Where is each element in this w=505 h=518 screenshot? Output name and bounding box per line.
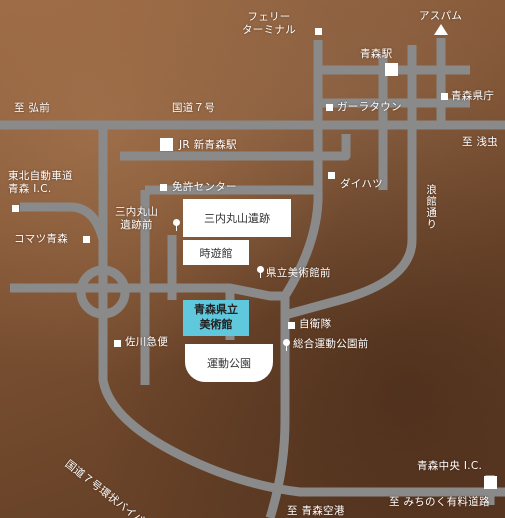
- aomori-station-label: 青森駅: [360, 48, 393, 60]
- ferry-terminal-label: フェリー ターミナル: [242, 11, 296, 37]
- sports-park-busstop-pin-icon: [282, 339, 291, 351]
- prefectural-office-marker: [441, 93, 448, 100]
- sdf-marker: [288, 322, 295, 329]
- license-center-label: 免許センター: [172, 181, 237, 193]
- prefectural-office-label: 青森県庁: [451, 90, 495, 102]
- daihatsu-label: ダイハツ: [340, 178, 383, 190]
- aomori-chuo-ic-marker: [484, 476, 497, 489]
- komatsu-label: コマツ青森: [14, 233, 68, 245]
- road-namidate: [283, 160, 417, 320]
- aomori-ic-marker: [12, 205, 19, 212]
- road-bypass: [98, 240, 505, 497]
- daihatsu-marker: [328, 172, 335, 179]
- road-mid-horizontal: [10, 283, 285, 301]
- shin-aomori-station-marker: [160, 138, 173, 151]
- jiyukan-area: 時遊館: [183, 240, 249, 265]
- license-center-marker: [160, 184, 167, 191]
- sagawa-marker: [114, 340, 121, 347]
- tohoku-expressway-label: 東北自動車道 青森 I.C.: [8, 170, 73, 196]
- route7-label: 国道７号: [172, 102, 216, 114]
- aspam-label: アスパム: [419, 10, 463, 22]
- sports-park-area: 運動公園: [185, 344, 273, 382]
- galleria-town-marker: [326, 104, 333, 111]
- galleria-town-label: ガーラタウン: [337, 101, 402, 113]
- aspam-marker: [434, 24, 448, 35]
- aomori-station-marker: [385, 63, 398, 76]
- ferry-terminal-marker: [315, 28, 322, 35]
- kenritsu-busstop-pin-icon: [256, 266, 265, 278]
- to-hirosaki-label: 至 弘前: [14, 102, 51, 114]
- kenritsu-busstop-label: 県立美術館前: [266, 267, 331, 279]
- sannai-ruins-area: 三内丸山遺跡: [183, 199, 291, 237]
- namidate-street-label: 浪館通り: [425, 184, 438, 230]
- sannai-busstop-pin-icon: [172, 219, 181, 231]
- sagawa-label: 佐川急便: [125, 336, 169, 348]
- road-shin-aomori: [120, 134, 351, 161]
- to-michinoku-label: 至 みちのく有料道路: [389, 496, 490, 508]
- to-asamushi-label: 至 浅虫: [462, 136, 499, 148]
- aomori-chuo-ic-label: 青森中央 I.C.: [417, 460, 483, 472]
- sdf-label: 自衛隊: [299, 318, 332, 330]
- road-interchange: [76, 265, 130, 319]
- road-airport: [265, 296, 290, 518]
- sannai-busstop-label: 三内丸山 遺跡前: [115, 206, 159, 232]
- road-expressway: [20, 202, 108, 242]
- shin-aomori-station-label: JR 新青森駅: [179, 139, 237, 151]
- road-license: [145, 185, 323, 299]
- aomori-museum-of-art: 青森県立 美術館: [183, 300, 249, 336]
- to-airport-label: 至 青森空港: [287, 505, 345, 517]
- sports-park-busstop-label: 総合運動公園前: [293, 338, 369, 350]
- komatsu-marker: [83, 236, 90, 243]
